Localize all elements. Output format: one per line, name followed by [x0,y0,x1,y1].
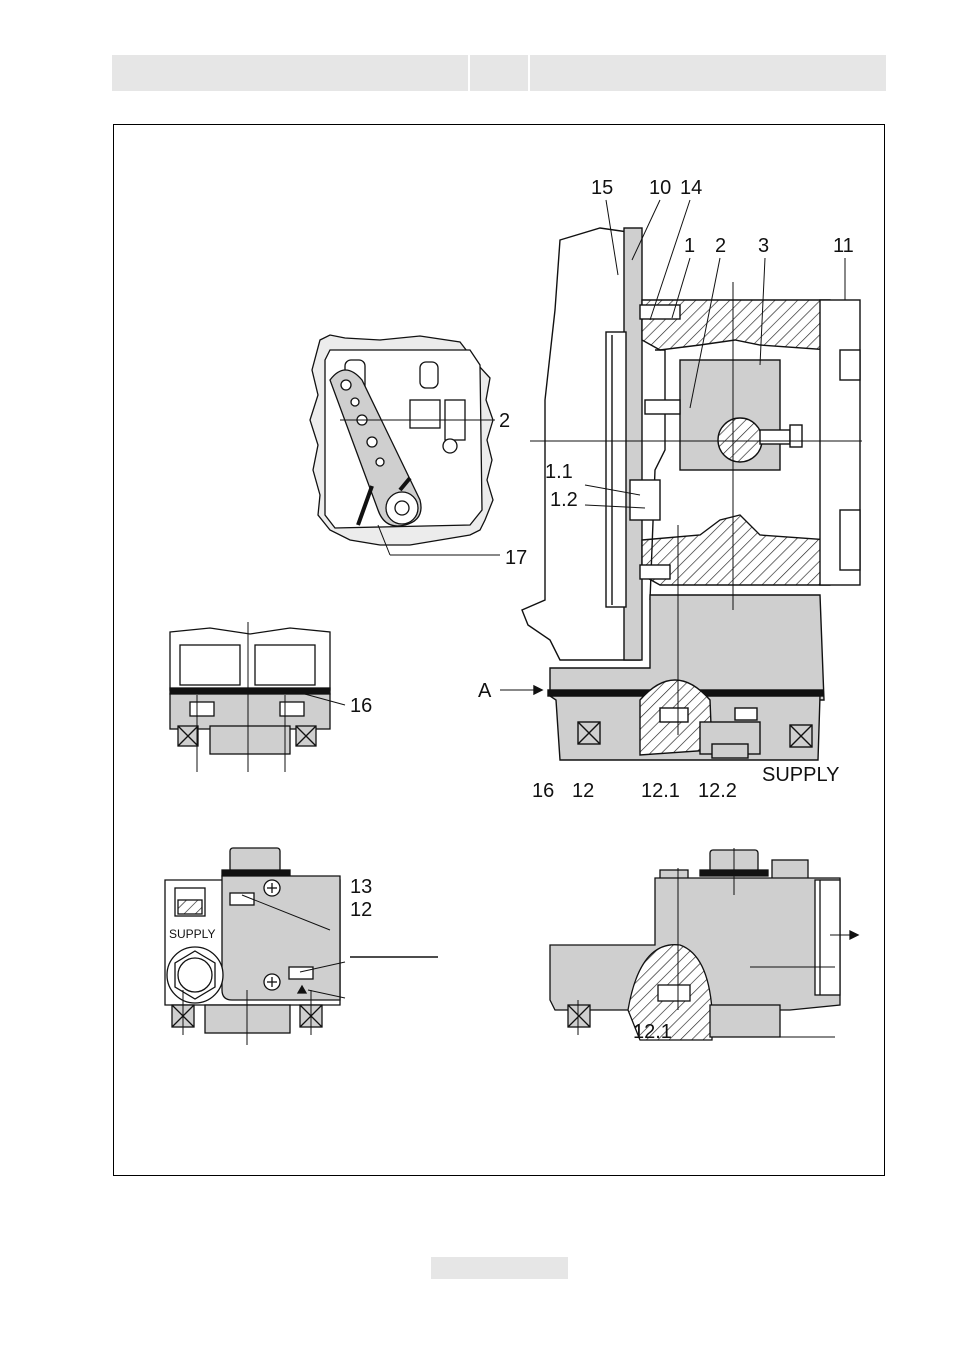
callout-1: 1 [684,235,695,257]
supply-label-main: SUPPLY [762,764,839,786]
supply-face-view [165,848,438,1045]
callout-3: 3 [758,235,769,257]
callout-17: 17 [505,547,527,569]
lever-detail-view [310,335,500,555]
callout-14: 14 [680,177,702,199]
plate-inner [606,332,626,607]
callout-12: 12 [572,780,594,802]
callout-15: 15 [591,177,613,199]
callout-A: A [478,680,492,702]
page-footer-bar [431,1257,568,1279]
callout-1-2: 1.2 [550,489,578,511]
callout-2-detail: 2 [499,410,510,432]
callout-16-bottom: 16 [532,780,554,802]
callout-11: 11 [833,235,854,257]
side-partial-view [170,622,345,772]
housing-hatched-bottom [642,515,838,585]
callout-16-left: 16 [350,695,372,717]
callout-2: 2 [715,235,726,257]
connection-block-side-view [550,848,858,1040]
callout-12-block: 12 [350,899,372,921]
callout-10: 10 [649,177,671,199]
callout-12-1-bottom: 12.1 [633,1021,672,1043]
callout-12-2: 12.2 [698,780,737,802]
callout-12-1: 12.1 [641,780,680,802]
shaft [718,418,762,462]
callout-13: 13 [350,876,372,898]
supply-label-block: SUPPLY [169,927,215,941]
mounting-plate [624,228,642,660]
callout-1-1: 1.1 [545,461,573,483]
